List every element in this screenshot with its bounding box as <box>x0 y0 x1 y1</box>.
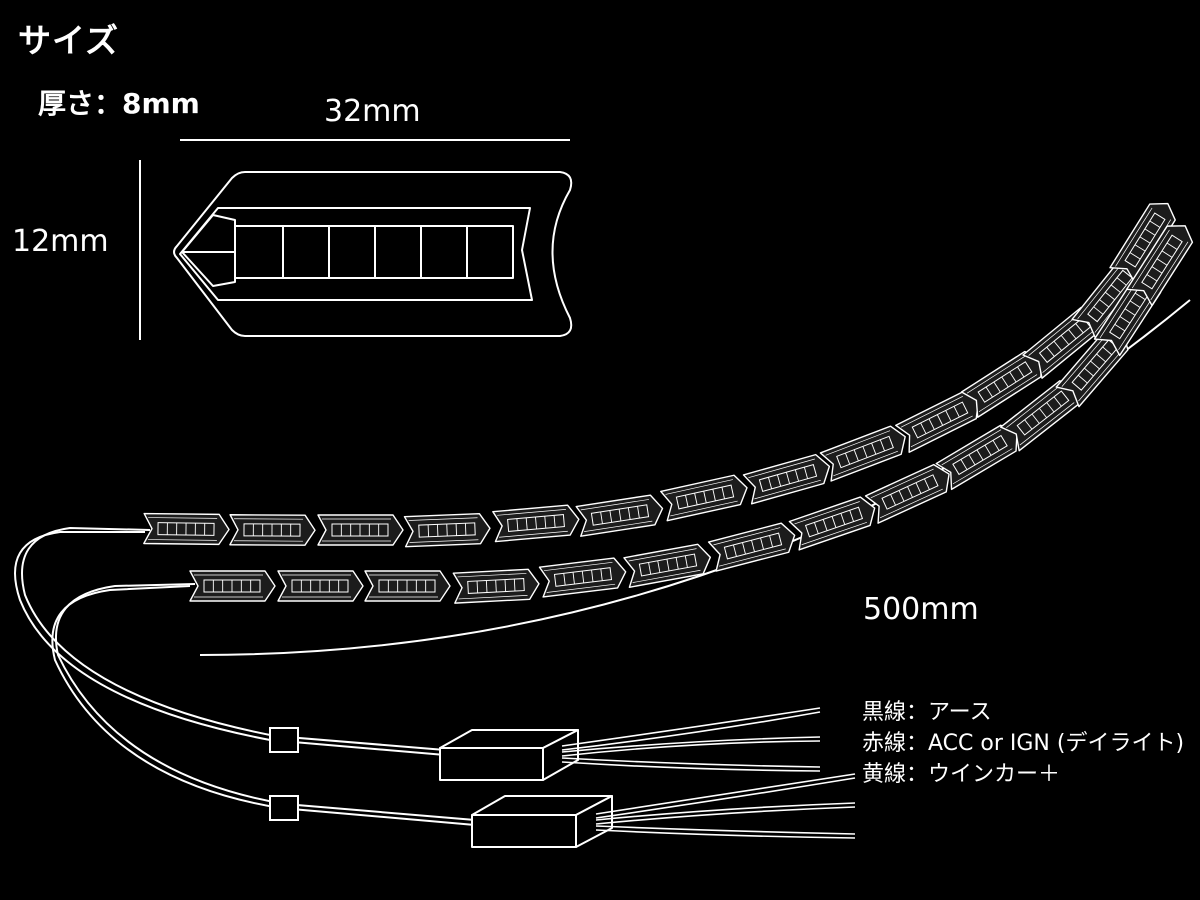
led-strips <box>143 202 1194 604</box>
led-segment <box>660 474 748 522</box>
length-label: 500mm <box>863 592 979 627</box>
wire-legend-red: 赤線：ACC or IGN (デイライト) <box>862 731 1185 756</box>
wire-legend-black: 黒線：アース <box>862 700 992 725</box>
led-segment <box>538 557 627 598</box>
led-segment <box>403 513 491 548</box>
cross-section-outer-shell <box>173 171 573 337</box>
height-label: 12mm <box>12 224 109 259</box>
led-segment <box>623 543 712 588</box>
led-segment <box>143 512 230 546</box>
led-segment <box>277 570 364 602</box>
page-title: サイズ <box>18 21 120 60</box>
led-segment <box>707 522 796 572</box>
led-segment <box>864 463 950 524</box>
cross-section-lens <box>181 214 236 287</box>
wire-legend-yellow: 黄線：ウインカー＋ <box>862 762 1061 787</box>
wire-clamp <box>269 795 299 821</box>
led-segment <box>960 350 1042 418</box>
thickness-label: 厚さ：8mm <box>38 87 200 120</box>
lead-wires <box>14 526 476 826</box>
led-segment <box>189 570 276 602</box>
wire-clamp <box>269 727 299 753</box>
led-segment <box>935 424 1018 491</box>
led-segment <box>788 496 876 551</box>
led-segment <box>1126 225 1194 307</box>
control-box <box>471 795 613 848</box>
led-segment <box>819 425 906 482</box>
cross-section-inner-shell <box>179 207 533 301</box>
led-segment <box>575 494 664 537</box>
led-segment <box>452 568 540 604</box>
led-segment <box>229 514 316 546</box>
cross-section-detail <box>173 171 573 337</box>
led-segment <box>364 570 451 602</box>
control-box <box>439 729 579 781</box>
output-wires <box>561 707 856 839</box>
led-segment <box>492 504 580 543</box>
width-label: 32mm <box>324 94 421 129</box>
led-segment <box>742 453 831 505</box>
led-segment <box>317 514 404 546</box>
